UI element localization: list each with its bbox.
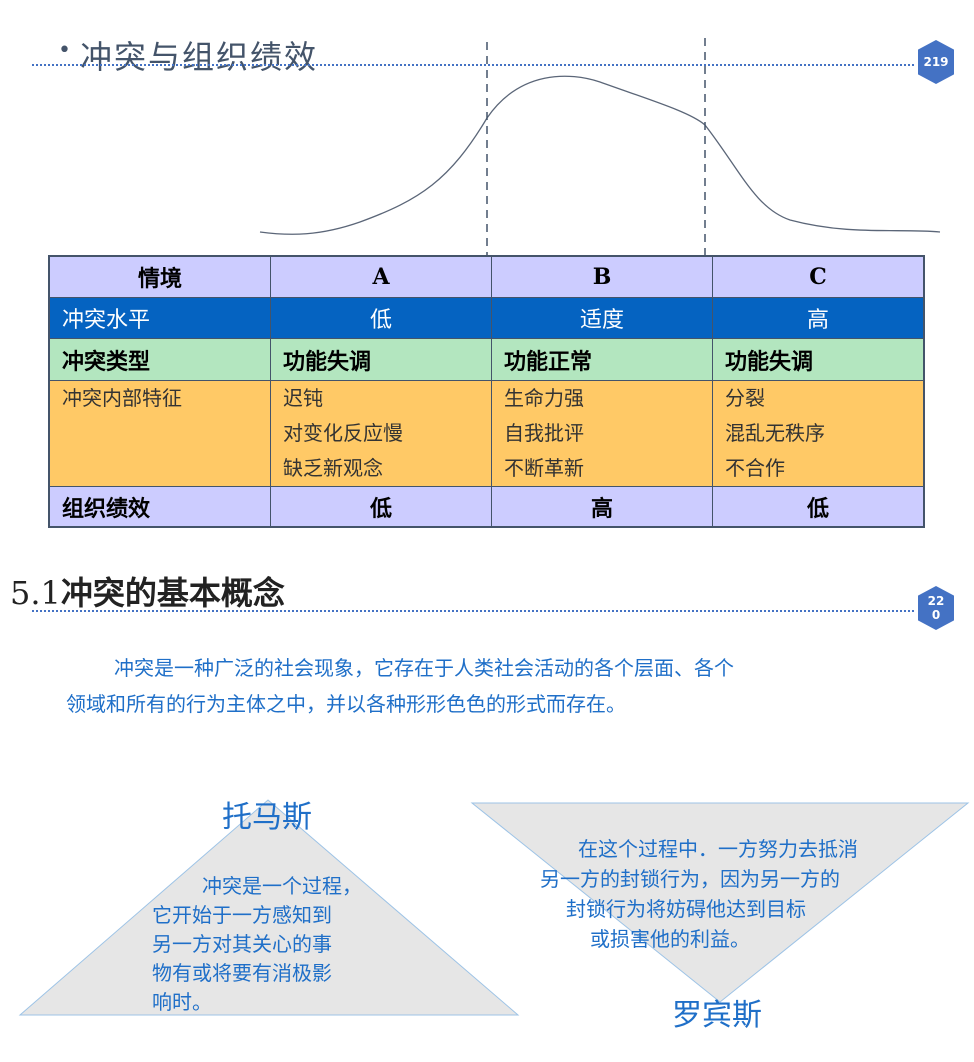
text-line: 另一方的封锁行为，因为另一方的 [540, 867, 840, 891]
row-label: 冲突类型 [48, 338, 271, 381]
cell: 低 [712, 486, 925, 528]
cell-line: 迟钝 [283, 386, 323, 410]
robbins-triangle [470, 802, 970, 1003]
header-cell: 情境 [48, 255, 271, 298]
robbins-name: 罗宾斯 [672, 998, 762, 1033]
bullet: • [58, 38, 71, 63]
header-cell: B [491, 255, 713, 298]
page-line: 0 [931, 608, 941, 622]
text-line: 在这个过程中．一方努力去抵消 [578, 837, 858, 861]
cell: 高 [712, 297, 925, 339]
cell-line: 混乱无秩序 [725, 421, 825, 445]
page-line: 22 [927, 594, 945, 608]
thomas-name: 托马斯 [222, 800, 312, 835]
text-line: 物有或将要有消极影 [152, 961, 332, 985]
row-label: 冲突水平 [48, 297, 271, 339]
cell-line: 自我批评 [504, 421, 584, 445]
definition-shapes [18, 799, 970, 1016]
cell-line: 分裂 [725, 386, 765, 410]
cell: 分裂混乱无秩序不合作 [712, 380, 925, 487]
title-divider [32, 610, 914, 612]
row-label: 冲突内部特征 [48, 380, 271, 487]
cell-line: 生命力强 [504, 386, 584, 410]
intro-line: 冲突是一种广泛的社会现象，它存在于人类社会活动的各个层面、各个 [114, 656, 734, 680]
cell-line: 对变化反应慢 [283, 421, 403, 445]
text-line: 封锁行为将妨碍他达到目标 [566, 897, 806, 921]
cell: 适度 [491, 297, 713, 339]
cell: 生命力强自我批评不断革新 [491, 380, 713, 487]
cell-line: 不断革新 [504, 456, 584, 480]
section-number: 5.1 [10, 574, 61, 612]
text-line: 或损害他的利益。 [590, 927, 750, 951]
text-line: 冲突是一个过程， [202, 874, 362, 898]
text-line: 它开始于一方感知到 [152, 903, 332, 927]
page-badge: 219 [918, 40, 954, 84]
curve [259, 75, 941, 235]
thomas-triangle [18, 799, 520, 1016]
cell: 功能正常 [491, 338, 713, 381]
cell-line: 缺乏新观念 [283, 456, 383, 480]
intro-line: 领域和所有的行为主体之中，并以各种形形色色的形式而存在。 [66, 692, 626, 716]
robbins-definition: 在这个过程中．一方努力去抵消 另一方的封锁行为，因为另一方的 封锁行为将妨碍他达… [540, 834, 858, 954]
thomas-definition: 冲突是一个过程， 它开始于一方感知到 另一方对其关心的事 物有或将要有消极影 响… [152, 872, 362, 1017]
header-cell: C [712, 255, 925, 298]
cell: 功能失调 [712, 338, 925, 381]
cell: 迟钝对变化反应慢缺乏新观念 [270, 380, 492, 487]
cell: 高 [491, 486, 713, 528]
header-cell: A [270, 255, 492, 298]
intro-text: 冲突是一种广泛的社会现象，它存在于人类社会活动的各个层面、各个 领域和所有的行为… [66, 650, 734, 722]
cell: 低 [270, 297, 492, 339]
cell: 功能失调 [270, 338, 492, 381]
title-divider [32, 64, 914, 66]
section-title: 5.1冲突的基本概念 [10, 568, 285, 614]
section-title-text: 冲突的基本概念 [60, 574, 285, 612]
text-line: 另一方对其关心的事 [152, 932, 332, 956]
text-line: 响时。 [152, 990, 212, 1014]
slide-title: 冲突与组织绩效 [80, 38, 319, 76]
cell: 低 [270, 486, 492, 528]
conflict-performance-curve [259, 38, 941, 255]
row-label: 组织绩效 [48, 486, 271, 528]
cell-line: 不合作 [725, 456, 785, 480]
